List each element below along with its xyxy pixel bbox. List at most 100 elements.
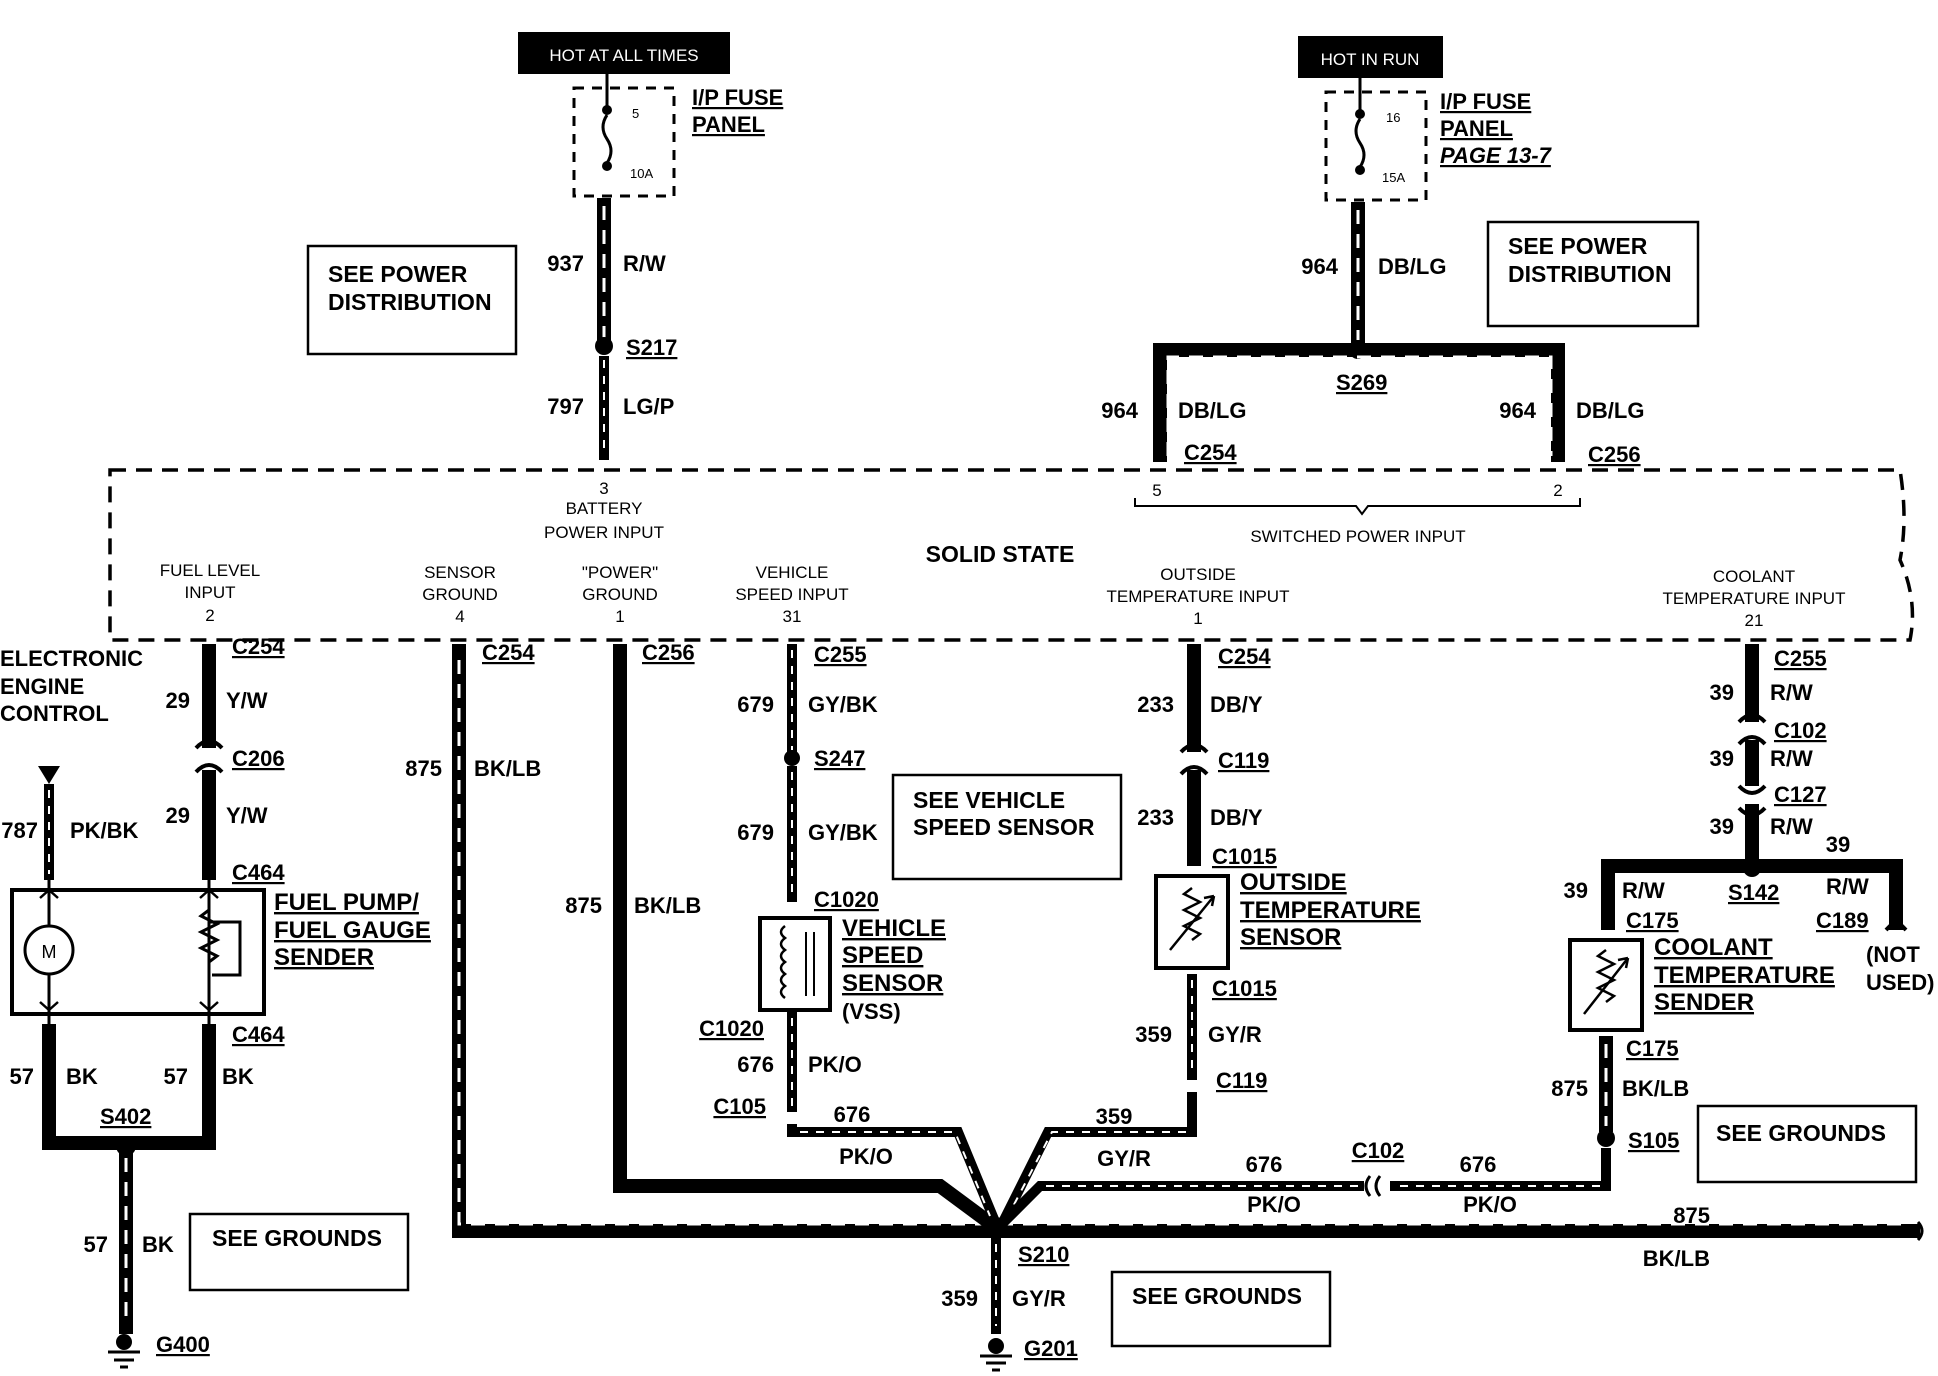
see-grounds-center[interactable]: SEE GROUNDS (1110, 1270, 1332, 1348)
see-power-distribution-left[interactable]: SEE POWER DISTRIBUTION (306, 244, 518, 356)
svg-text:BK/LB: BK/LB (1643, 1246, 1710, 1271)
svg-text:C119: C119 (1218, 748, 1269, 773)
hot-at-all-times-label: HOT AT ALL TIMES (549, 46, 698, 65)
wire-359-sensor (997, 974, 1197, 1227)
svg-text:PK/O: PK/O (839, 1144, 893, 1169)
svg-text:C1020: C1020 (699, 1016, 764, 1041)
svg-text:C1015: C1015 (1212, 976, 1277, 1001)
svg-text:29: 29 (166, 688, 190, 713)
fuse-panel-right-page: PAGE 13-7 (1440, 143, 1553, 168)
svg-text:233: 233 (1137, 692, 1174, 717)
svg-text:M: M (42, 942, 57, 962)
hot-in-run-tag (1298, 36, 1443, 78)
see-grounds-right[interactable]: SEE GROUNDS (1696, 1104, 1918, 1184)
svg-text:676: 676 (737, 1052, 774, 1077)
svg-text:21: 21 (1745, 611, 1764, 630)
outside-temp-sensor (1154, 874, 1230, 970)
module-name: SOLID STATE (926, 541, 1075, 567)
svg-text:57: 57 (84, 1232, 108, 1257)
svg-text:TEMPERATURE: TEMPERATURE (1654, 962, 1835, 989)
svg-text:29: 29 (166, 803, 190, 828)
svg-text:SENDER: SENDER (274, 944, 374, 971)
svg-text:C255: C255 (1774, 646, 1827, 671)
svg-text:C1015: C1015 (1212, 844, 1277, 869)
svg-text:39: 39 (1564, 878, 1588, 903)
fuse-panel-right-l1: I/P FUSE (1440, 89, 1531, 114)
svg-text:964: 964 (1101, 398, 1138, 423)
svg-text:31: 31 (783, 607, 802, 626)
eec-label-l3: CONTROL (0, 701, 109, 726)
svg-text:39: 39 (1710, 814, 1734, 839)
svg-text:C127: C127 (1774, 782, 1827, 807)
svg-text:PK/O: PK/O (808, 1052, 862, 1077)
svg-text:DISTRIBUTION: DISTRIBUTION (328, 289, 492, 315)
fuse-panel-left-l1: I/P FUSE (692, 85, 783, 110)
svg-text:875: 875 (1551, 1076, 1588, 1101)
vss-sensor (758, 916, 832, 1012)
svg-text:679: 679 (737, 692, 774, 717)
svg-text:SPEED: SPEED (842, 942, 923, 969)
svg-text:BK/LB: BK/LB (634, 893, 701, 918)
svg-text:BATTERY: BATTERY (566, 499, 643, 518)
fuse-right: 16 15A (1324, 78, 1428, 202)
see-grounds-left[interactable]: SEE GROUNDS (188, 1212, 410, 1292)
svg-text:SEE POWER: SEE POWER (328, 261, 468, 287)
svg-text:(VSS): (VSS) (842, 999, 901, 1024)
svg-text:PK/O: PK/O (1247, 1192, 1301, 1217)
fuse-panel-right-l2: PANEL (1440, 116, 1513, 141)
svg-text:5: 5 (1152, 481, 1161, 500)
wire-875-sensor-ground (452, 644, 1920, 1238)
sender-resistor-icon (197, 908, 221, 964)
svg-text:15A: 15A (1382, 170, 1405, 185)
svg-text:SEE GROUNDS: SEE GROUNDS (1132, 1283, 1302, 1309)
svg-text:964: 964 (1301, 254, 1338, 279)
svg-text:C254: C254 (232, 634, 285, 659)
svg-text:S142: S142 (1728, 880, 1779, 905)
eec-output-arrow-icon (38, 766, 60, 784)
see-power-distribution-right[interactable]: SEE POWER DISTRIBUTION (1486, 220, 1700, 328)
svg-text:5: 5 (632, 106, 639, 121)
svg-text:C1020: C1020 (814, 887, 879, 912)
ground-g201-icon (980, 1338, 1012, 1372)
svg-text:C256: C256 (1588, 442, 1641, 467)
svg-text:57: 57 (10, 1064, 34, 1089)
svg-text:TEMPERATURE INPUT: TEMPERATURE INPUT (1107, 587, 1290, 606)
svg-text:SEE POWER: SEE POWER (1508, 233, 1648, 259)
svg-text:R/W: R/W (1826, 874, 1869, 899)
svg-text:VEHICLE: VEHICLE (842, 915, 946, 942)
eec-label-l2: ENGINE (0, 674, 84, 699)
svg-text:INPUT: INPUT (185, 583, 236, 602)
svg-text:R/W: R/W (1622, 878, 1665, 903)
svg-text:DB/LG: DB/LG (1576, 398, 1644, 423)
svg-text:39: 39 (1826, 832, 1850, 857)
splice-s247 (784, 750, 800, 766)
svg-text:BK: BK (222, 1064, 254, 1089)
svg-text:OUTSIDE: OUTSIDE (1240, 869, 1347, 896)
svg-text:FUEL PUMP/: FUEL PUMP/ (274, 889, 419, 916)
svg-text:964: 964 (1499, 398, 1536, 423)
svg-text:"POWER": "POWER" (582, 563, 658, 582)
svg-text:DB/LG: DB/LG (1178, 398, 1246, 423)
svg-text:875: 875 (405, 756, 442, 781)
svg-text:R/W: R/W (1770, 680, 1813, 705)
svg-text:PK/O: PK/O (1463, 1192, 1517, 1217)
svg-text:SENDER: SENDER (1654, 989, 1754, 1016)
svg-text:C254: C254 (482, 640, 535, 665)
svg-text:Y/W: Y/W (226, 803, 268, 828)
svg-text:679: 679 (737, 820, 774, 845)
svg-text:676: 676 (1460, 1152, 1497, 1177)
svg-text:57: 57 (164, 1064, 188, 1089)
svg-text:2: 2 (205, 606, 214, 625)
svg-text:GY/BK: GY/BK (808, 692, 878, 717)
svg-text:(NOT: (NOT (1866, 942, 1920, 967)
see-vehicle-speed-sensor[interactable]: SEE VEHICLE SPEED SENSOR (891, 773, 1123, 881)
wire-676-coolant-return (998, 1148, 1611, 1228)
svg-text:C255: C255 (814, 642, 867, 667)
svg-text:S402: S402 (100, 1104, 151, 1129)
splice-s142 (1743, 859, 1761, 877)
splice-s105 (1597, 1129, 1615, 1147)
svg-text:TEMPERATURE INPUT: TEMPERATURE INPUT (1663, 589, 1846, 608)
svg-text:1: 1 (615, 607, 624, 626)
svg-text:COOLANT: COOLANT (1654, 934, 1773, 961)
svg-text:S105: S105 (1628, 1128, 1679, 1153)
